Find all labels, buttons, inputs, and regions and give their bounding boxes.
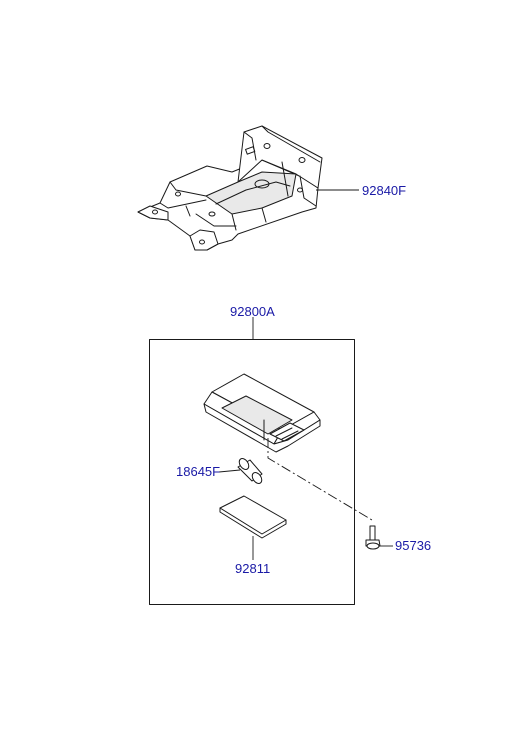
screw-95736-drawing xyxy=(365,525,381,550)
part-label-92800A[interactable]: 92800A xyxy=(230,304,275,319)
part-label-92840F[interactable]: 92840F xyxy=(362,183,407,198)
lamp-housing-drawing xyxy=(203,373,321,453)
bulb-18645F-drawing xyxy=(237,458,263,484)
part-label-92811[interactable]: 92811 xyxy=(235,561,271,576)
assembly-frame xyxy=(149,339,355,605)
lens-92811-drawing xyxy=(219,495,287,535)
bracket-92840F-drawing xyxy=(137,125,323,251)
bulb-leader-line xyxy=(218,469,241,473)
part-label-95736[interactable]: 95736 xyxy=(395,538,432,553)
part-label-18645F[interactable]: 18645F xyxy=(176,464,221,479)
screw-dash-line xyxy=(267,438,373,521)
